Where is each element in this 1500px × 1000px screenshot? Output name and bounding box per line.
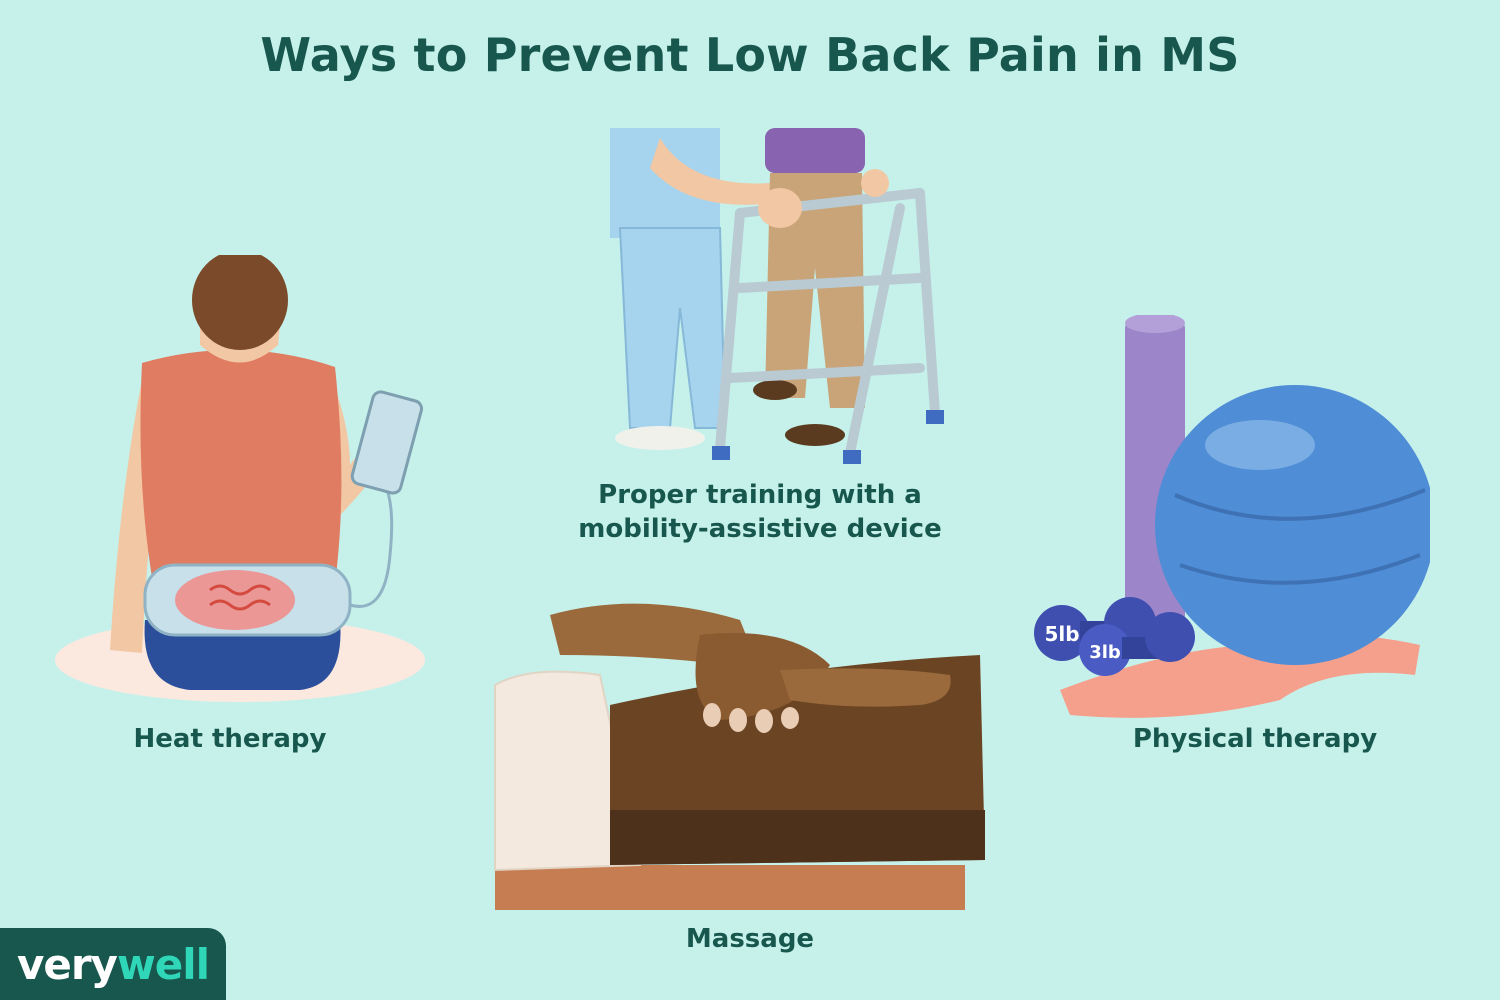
dumbbell-3lb-label: 3lb	[1089, 642, 1121, 663]
heat-pad-person-icon	[55, 255, 425, 702]
mobility-device-label-line2: mobility-assistive device	[578, 514, 942, 544]
physical-therapy-label: Physical therapy	[1132, 724, 1378, 754]
brand-part-very: very	[16, 939, 118, 989]
page-title: Ways to Prevent Low Back Pain in MS	[260, 28, 1240, 82]
brand-part-well: well	[116, 939, 210, 989]
massage-label: Massage	[685, 924, 815, 954]
exercise-equipment-icon: 5lb 3lb	[1034, 315, 1430, 718]
mobility-device-label: Proper training with a mobility-assistiv…	[540, 478, 980, 546]
heat-therapy-label: Heat therapy	[133, 724, 327, 754]
massage-hands-icon	[494, 603, 985, 910]
dumbbell-5lb-label: 5lb	[1044, 622, 1079, 646]
mobility-device-label-line1: Proper training with a	[598, 480, 922, 510]
walker-icon	[610, 128, 944, 464]
